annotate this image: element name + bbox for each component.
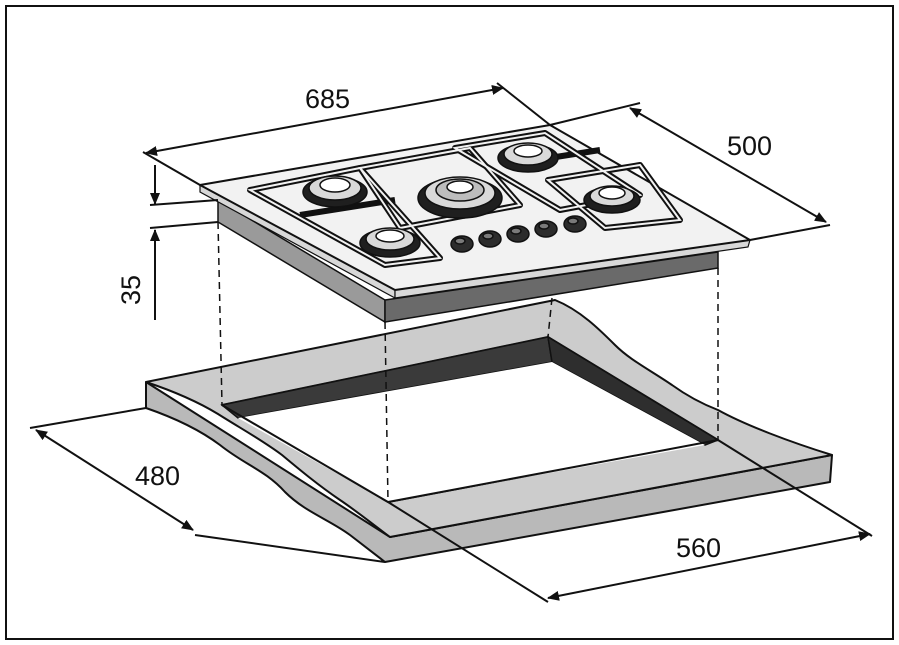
gas-hob [199, 124, 751, 324]
projection-lines [217, 221, 719, 503]
dim-line-hob-width [145, 85, 504, 156]
control-knobs [450, 215, 587, 253]
label-hob-height: 35 [116, 275, 146, 305]
label-cutout-width: 560 [676, 533, 721, 563]
countertop-front-face [145, 381, 833, 563]
cutout-floor [238, 362, 705, 502]
burner-center-wok [417, 176, 503, 219]
knob-1 [450, 235, 474, 253]
knob-4 [534, 220, 558, 238]
countertop [145, 299, 833, 563]
knob-3 [506, 225, 530, 243]
label-hob-width: 685 [305, 84, 350, 114]
burner-front-right [583, 185, 641, 214]
burner-back-right [497, 142, 559, 173]
dim-line-cutout-depth [35, 429, 194, 531]
label-hob-depth: 500 [727, 131, 772, 161]
dim-line-hob-depth [629, 107, 827, 223]
burner-front-left [359, 227, 421, 258]
dim-line-cutout-width [547, 531, 871, 601]
knob-2 [478, 230, 502, 248]
dimension-lines [29, 82, 873, 603]
burner-back-left [302, 175, 368, 208]
label-cutout-depth: 480 [135, 461, 180, 491]
knob-5 [563, 215, 587, 233]
